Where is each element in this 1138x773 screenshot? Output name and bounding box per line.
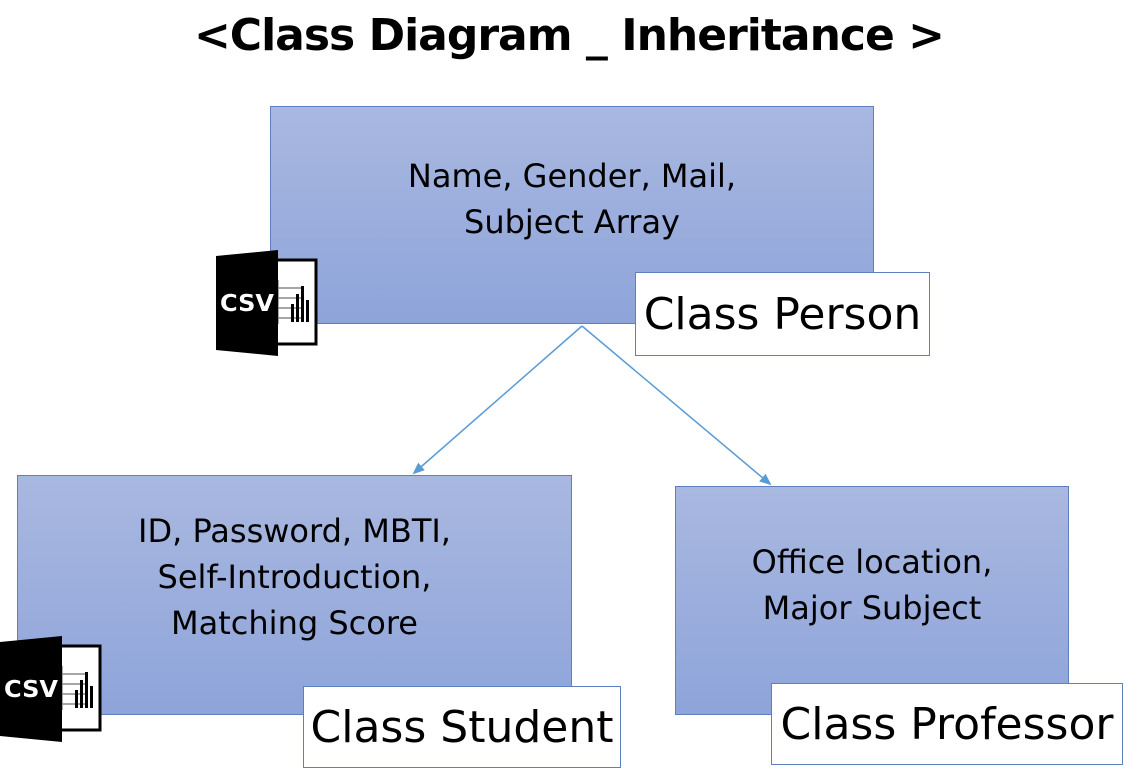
class-person-box: Name, Gender, Mail, Subject Array (270, 106, 874, 324)
csv-icon-label: CSV (4, 677, 58, 703)
class-student-attributes: ID, Password, MBTI, Self-Introduction, M… (138, 512, 451, 642)
class-professor-label: Class Professor (771, 683, 1123, 765)
class-professor-attributes: Office location, Major Subject (751, 543, 993, 627)
arrow-person-to-professor (581, 325, 772, 486)
csv-file-icon: CSV (0, 636, 102, 742)
class-person-label: Class Person (635, 272, 930, 356)
csv-file-icon: CSV (216, 250, 318, 356)
class-professor-box: Office location, Major Subject (675, 486, 1069, 715)
class-student-box: ID, Password, MBTI, Self-Introduction, M… (17, 475, 572, 715)
class-student-label: Class Student (303, 686, 621, 768)
csv-icon-label: CSV (220, 291, 274, 317)
page-title: <Class Diagram _ Inheritance > (193, 10, 945, 61)
class-person-attributes: Name, Gender, Mail, Subject Array (407, 157, 737, 241)
arrow-person-to-student (412, 325, 583, 475)
